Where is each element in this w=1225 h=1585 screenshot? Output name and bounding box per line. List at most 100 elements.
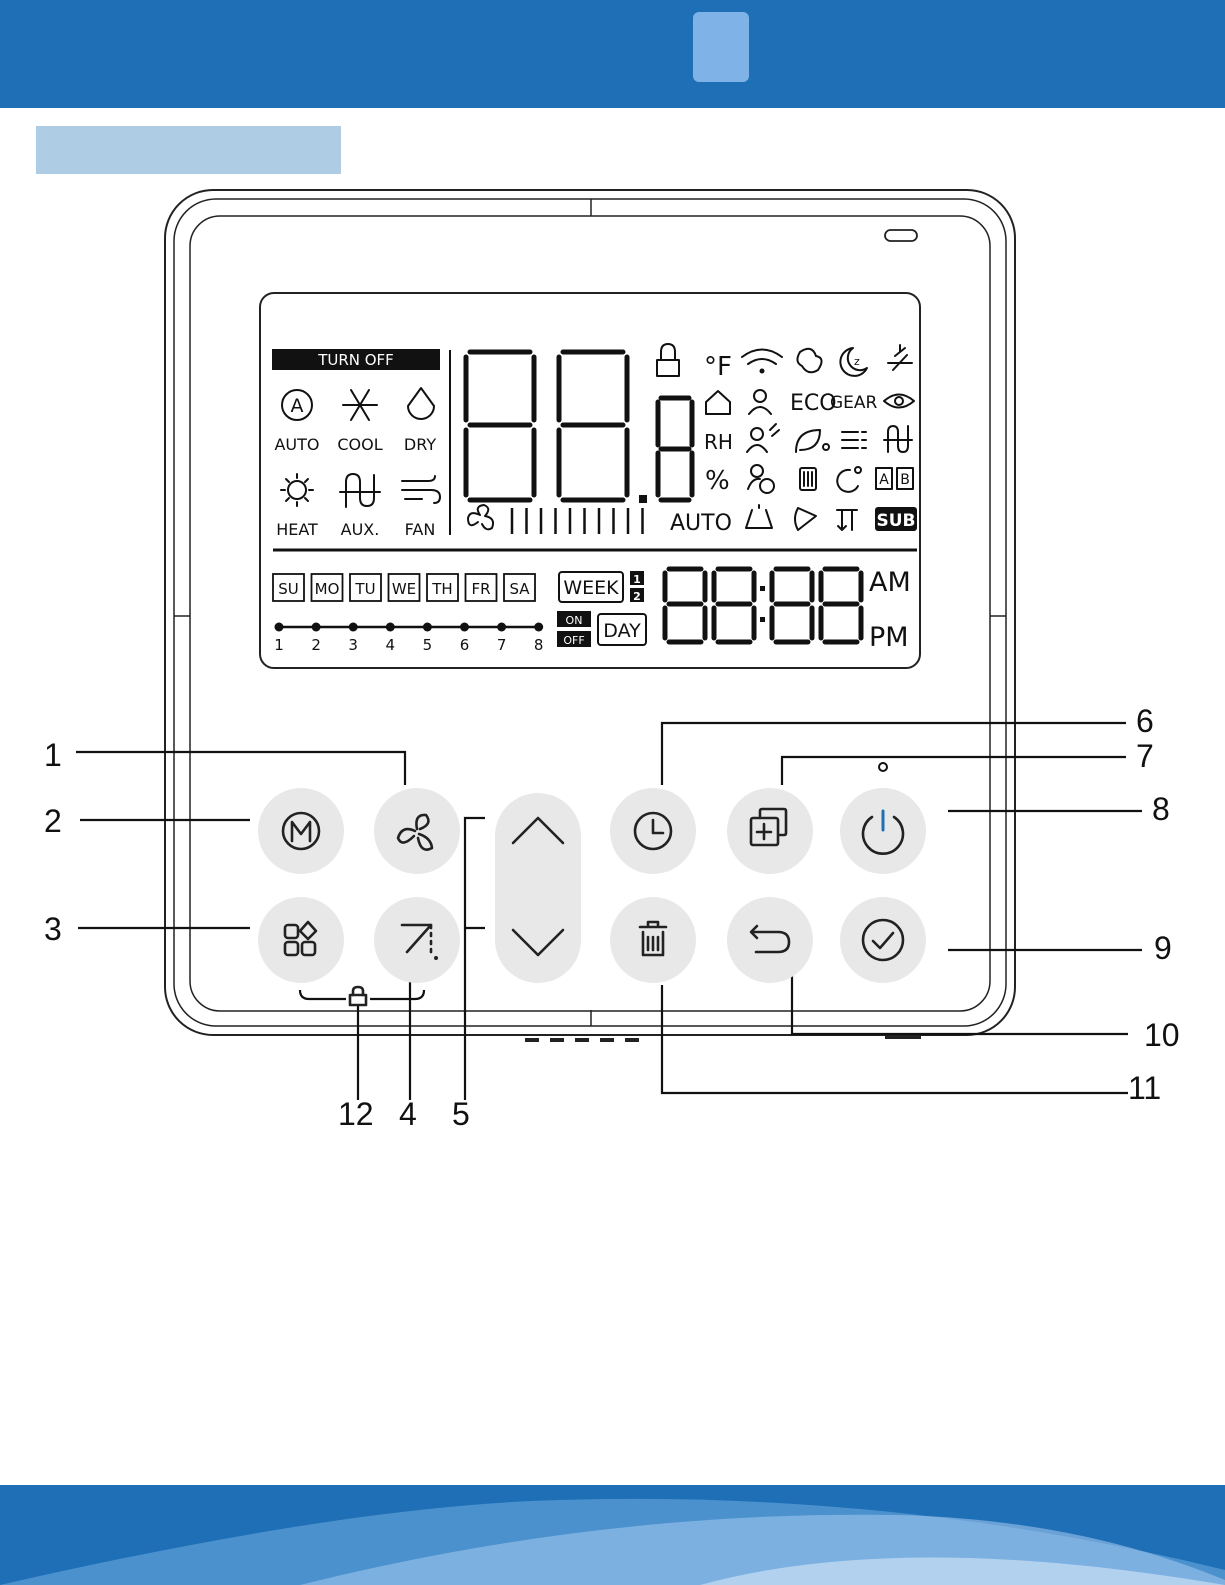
svg-text:A: A: [291, 395, 304, 417]
mode-label-fan: FAN: [405, 520, 436, 539]
dry-mode-icon: [408, 388, 434, 419]
swing-button[interactable]: [374, 897, 460, 983]
period-label: 8: [534, 636, 544, 654]
day-label-th: TH: [431, 580, 452, 598]
fan-speed-indicator: [468, 505, 643, 534]
back-button[interactable]: [727, 897, 813, 983]
period-label: 3: [348, 636, 358, 654]
person-icon: [749, 390, 771, 414]
callout-7: 7: [1136, 738, 1154, 774]
delete-icon: [640, 922, 666, 955]
function-button[interactable]: [258, 897, 344, 983]
am-indicator: AM: [869, 567, 911, 598]
svg-text:z: z: [854, 355, 860, 368]
period-dot: [534, 623, 543, 632]
period-label: 1: [274, 636, 284, 654]
person-timer-icon: [748, 465, 774, 493]
airflow-direction-icon: [837, 510, 857, 530]
period-dot: [497, 623, 506, 632]
callout-3: 3: [44, 911, 62, 947]
footer-wave: [0, 1485, 1225, 1585]
callout-6: 6: [1136, 703, 1154, 739]
mode-label-cool: COOL: [337, 435, 382, 454]
mode-label-auto: AUTO: [274, 435, 319, 454]
day-label-su: SU: [278, 580, 299, 598]
pm-indicator: PM: [869, 622, 909, 653]
mode-label-heat: HEAT: [276, 520, 318, 539]
zone-b-indicator: B: [900, 472, 910, 488]
period-label: 6: [460, 636, 470, 654]
callout-12: 12: [338, 1096, 374, 1132]
eye-icon: [884, 395, 914, 408]
mode-label-aux: AUX.: [341, 520, 380, 539]
timer-off-indicator: OFF: [563, 634, 584, 647]
temperature-digits: [466, 352, 692, 503]
timer-on-indicator: ON: [566, 614, 583, 627]
clock-digits: [665, 569, 861, 642]
sleep-icon: z: [840, 348, 867, 376]
horizontal-swing-icon: [795, 508, 816, 530]
week-indicator: WEEK: [563, 577, 619, 599]
fahrenheit-indicator: °F: [704, 352, 732, 382]
confirm-button[interactable]: [840, 897, 926, 983]
fan-mode-icon: [402, 476, 440, 503]
period-dot: [386, 623, 395, 632]
heat-mode-icon: [281, 474, 313, 506]
child-lock-icon: [350, 987, 366, 1005]
day-label-we: WE: [392, 580, 416, 598]
period-label: 5: [423, 636, 433, 654]
swing-vane-icon: [797, 349, 821, 372]
lock-icon-lcd: [657, 344, 679, 376]
air-flow-icon: [842, 432, 866, 448]
period-dot: [312, 623, 321, 632]
sub-indicator: SUB: [876, 511, 915, 531]
callout-11: 11: [1128, 1070, 1161, 1106]
callout-4: 4: [399, 1096, 417, 1132]
home-icon: [706, 391, 730, 414]
bottom-vent: [525, 1035, 921, 1042]
day-indicator: DAY: [603, 620, 641, 642]
period-dot: [275, 623, 284, 632]
rh-indicator: RH: [704, 430, 733, 454]
mode-label-dry: DRY: [404, 435, 436, 454]
lcd-screen: TURN OFF A: [260, 293, 920, 668]
auto-mode-icon: A: [282, 390, 312, 420]
cool-mode-icon: [343, 390, 377, 420]
zone-a-indicator: A: [879, 472, 889, 488]
period-label: 2: [311, 636, 321, 654]
week-number-1: 1: [633, 573, 641, 586]
period-label: 7: [497, 636, 507, 654]
up-down-button[interactable]: [495, 793, 581, 983]
copy-add-button[interactable]: [727, 788, 813, 874]
mode-button[interactable]: [258, 788, 344, 874]
callout-9: 9: [1154, 930, 1172, 966]
day-label-fr: FR: [471, 580, 490, 598]
power-indicator-light: [879, 763, 887, 771]
weekday-indicators: SUMOTUWETHFRSA: [273, 574, 535, 601]
controller-diagram: TURN OFF A: [0, 0, 1225, 1200]
callout-lines: [76, 723, 1142, 1100]
callout-2: 2: [44, 803, 62, 839]
fan-speed-button[interactable]: [374, 788, 460, 874]
power-button[interactable]: [840, 763, 926, 874]
gear-indicator: GEAR: [830, 393, 878, 413]
day-label-tu: TU: [354, 580, 375, 598]
footer-bar: [0, 1485, 1225, 1585]
callout-10: 10: [1144, 1017, 1180, 1053]
delete-button[interactable]: [610, 897, 696, 983]
person-wind-icon: [747, 424, 779, 452]
auto-indicator: AUTO: [670, 511, 732, 536]
vertical-swing-icon: [746, 505, 772, 528]
wifi-icon: [742, 350, 782, 374]
indicator-light: [885, 230, 917, 241]
callout-1: 1: [44, 737, 62, 773]
period-label: 4: [386, 636, 396, 654]
week-number-2: 2: [633, 590, 641, 603]
filter-icon: [800, 468, 816, 490]
clean-icon: [888, 345, 912, 370]
leaf-icon: [796, 430, 829, 452]
aux-heater-icon: [340, 474, 380, 507]
callout-8: 8: [1152, 791, 1170, 827]
timer-button[interactable]: [610, 788, 696, 874]
percent-indicator: %: [705, 466, 730, 496]
